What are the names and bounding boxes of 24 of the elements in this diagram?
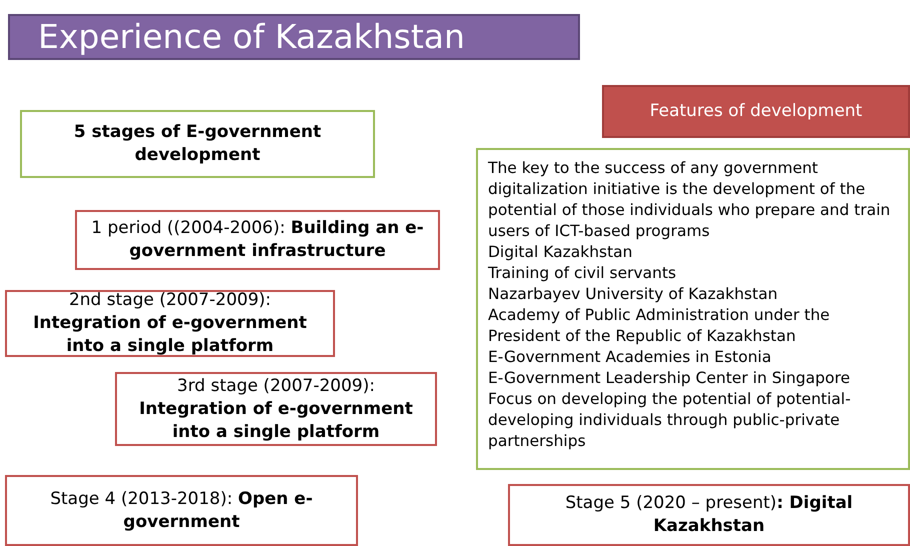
list-item: E-Government Academies in Estonia <box>488 347 772 368</box>
list-item: Nazarbayev University of Kazakhstan <box>488 284 778 305</box>
stage-box <box>5 475 358 546</box>
stage-text: Stage 4 (2013-2018): Open e-government <box>49 488 314 534</box>
heading-text: 5 stages of E-government development <box>72 121 322 167</box>
paragraph: The key to the success of any government digitalization initiative is the development of the potential of those individuals who prepare and train users of ICT-based programs <box>488 158 892 242</box>
slide-title: Experience of Kazakhstan <box>8 14 580 60</box>
stage-box <box>508 484 910 546</box>
stage-text: 1 period ((2004-2006): Building an e-government infrastructure <box>90 217 425 263</box>
header-banner <box>602 85 910 138</box>
stage-box <box>20 110 375 178</box>
stage-box <box>75 210 440 270</box>
stage-box <box>5 290 335 357</box>
header-text: Features of development <box>650 100 862 123</box>
stage-text: Stage 5 (2020 – present): Digital Kazakhstan <box>564 492 854 538</box>
stage-box <box>115 372 437 446</box>
list-item: Training of civil servants <box>488 263 676 284</box>
stage-text: 3rd stage (2007-2009): Integration of e-government into a single platform <box>138 374 414 444</box>
list-item: E-Government Leadership Center in Singapore <box>488 368 850 389</box>
list-item: Focus on developing the potential of potential-developing individuals through public-private partnerships <box>488 389 852 452</box>
list-item: Academy of Public Administration under the President of the Republic of Kazakhstan <box>488 305 831 347</box>
stage-text: 2nd stage (2007-2009): Integration of e-government into a single platform <box>32 289 308 358</box>
list-item: Digital Kazakhstan <box>488 242 632 263</box>
text-panel <box>476 148 910 470</box>
